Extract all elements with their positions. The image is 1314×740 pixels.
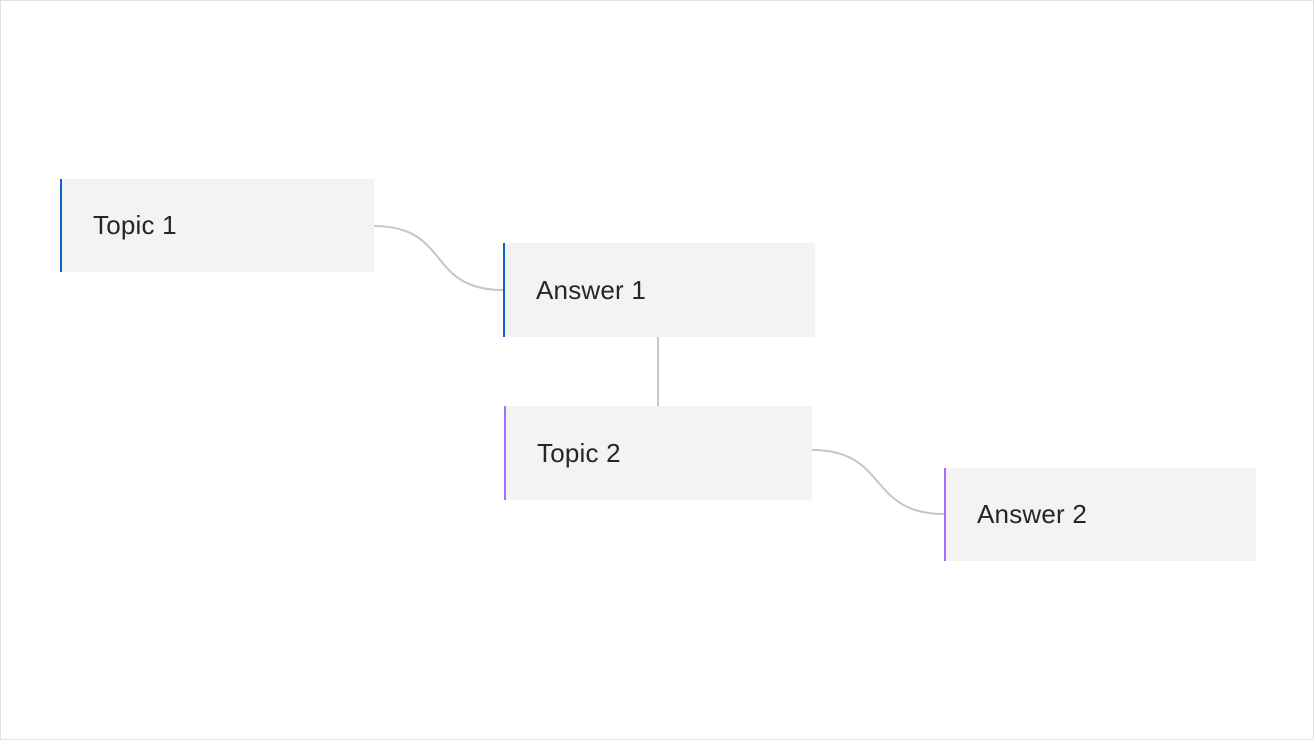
- node-answer-2[interactable]: Answer 2: [944, 468, 1256, 561]
- node-topic-2[interactable]: Topic 2: [504, 406, 812, 500]
- node-topic-1[interactable]: Topic 1: [60, 179, 374, 272]
- node-label: Topic 2: [537, 437, 621, 468]
- connector-topic-2-answer-2: [811, 449, 945, 515]
- connector-topic-1-answer-1: [373, 225, 504, 291]
- node-answer-1[interactable]: Answer 1: [503, 243, 815, 337]
- node-label: Topic 1: [93, 210, 177, 240]
- node-label: Answer 2: [977, 499, 1087, 529]
- node-label: Answer 1: [536, 274, 646, 305]
